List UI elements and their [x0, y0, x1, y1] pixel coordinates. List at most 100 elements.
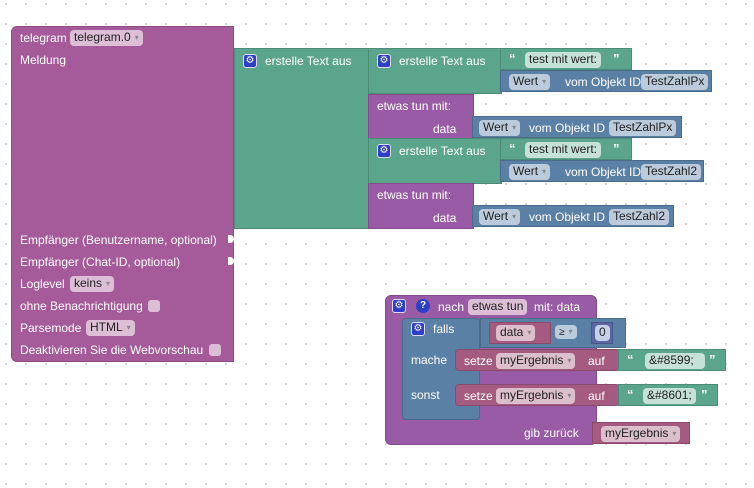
object-value-block-1[interactable]: Wert▾ vom Objekt ID TestZahlPx	[500, 70, 712, 92]
disable-preview-checkbox[interactable]	[209, 344, 221, 356]
return-variable-value: myErgebnis	[605, 426, 669, 440]
text-join-label: erstelle Text aus	[399, 144, 486, 158]
value-dropdown-value: Wert	[513, 164, 539, 178]
call-block-1[interactable]: etwas tun mit: data	[368, 94, 474, 140]
set-label: setze	[464, 389, 493, 403]
chevron-down-icon: ▾	[527, 328, 532, 337]
function-name-field[interactable]: etwas tun	[468, 299, 528, 315]
text-join-outer-block[interactable]: ⚙ erstelle Text aus	[234, 48, 370, 229]
parsemode-dropdown[interactable]: HTML▾	[86, 320, 135, 336]
gear-icon[interactable]: ⚙	[243, 54, 257, 68]
object-id-field[interactable]: TestZahl2	[609, 209, 670, 225]
chevron-down-icon: ▾	[134, 33, 139, 42]
if-label: falls	[433, 322, 455, 336]
variable-dropdown[interactable]: data▾	[496, 325, 536, 341]
telegram-block[interactable]: telegram telegram.0▾ Meldung Empfänger (…	[11, 26, 234, 362]
loglevel-dropdown[interactable]: keins▾	[70, 276, 115, 292]
to-label: auf	[588, 389, 605, 403]
object-value-block-2[interactable]: Wert▾ vom Objekt ID TestZahlPx	[472, 116, 682, 138]
set-variable-dropdown[interactable]: myErgebnis▾	[496, 353, 576, 369]
quote-close-icon: ”	[613, 51, 620, 66]
object-id-field[interactable]: TestZahlPx	[641, 74, 709, 90]
else-label: sonst	[411, 388, 440, 402]
text-join-block-2[interactable]: ⚙ erstelle Text aus	[368, 138, 502, 184]
value-dropdown[interactable]: Wert▾	[509, 164, 551, 180]
quote-open-icon: “	[627, 387, 634, 402]
silent-label: ohne Benachrichtigung	[20, 299, 143, 313]
quote-close-icon: ”	[709, 352, 716, 367]
return-variable-dropdown[interactable]: myErgebnis▾	[601, 426, 681, 442]
text-string-field[interactable]: test mit wert:	[525, 52, 602, 68]
recipient-chat-input-slot[interactable]	[228, 257, 234, 265]
text-join-block-1[interactable]: ⚙ erstelle Text aus	[368, 48, 502, 94]
set-label: setze	[464, 354, 493, 368]
set-variable-value: myErgebnis	[500, 388, 564, 402]
telegram-instance-value: telegram.0	[74, 30, 131, 44]
call-arg-label: data	[433, 122, 457, 136]
parsemode-value: HTML	[90, 320, 123, 334]
set-variable-dropdown[interactable]: myErgebnis▾	[496, 388, 576, 404]
call-label: etwas tun mit:	[377, 188, 452, 202]
quote-open-icon: “	[509, 51, 516, 66]
to-label: auf	[588, 354, 605, 368]
chevron-down-icon: ▾	[542, 167, 547, 176]
object-value-block-4[interactable]: Wert▾ vom Objekt ID TestZahl2	[472, 205, 674, 227]
text-string-block-2[interactable]: “ test mit wert: ”	[500, 138, 632, 160]
function-suffix-label: mit: data	[534, 300, 581, 314]
quote-open-icon: “	[627, 352, 634, 367]
help-icon[interactable]: ?	[416, 299, 430, 313]
telegram-label: telegram	[20, 31, 67, 45]
number-field[interactable]: 0	[595, 325, 610, 341]
silent-checkbox[interactable]	[148, 300, 160, 312]
text-string-block-1[interactable]: “ test mit wert: ”	[500, 48, 632, 70]
then-text-field[interactable]: &#8599;	[645, 353, 705, 369]
chevron-down-icon: ▾	[126, 323, 131, 332]
chevron-down-icon: ▾	[672, 429, 677, 438]
set-variable-block-then[interactable]: setze myErgebnis▾ auf	[455, 349, 620, 371]
value-dropdown[interactable]: Wert▾	[479, 209, 521, 225]
value-dropdown-value: Wert	[513, 74, 539, 88]
object-value-block-3[interactable]: Wert▾ vom Objekt ID TestZahl2	[500, 160, 704, 182]
gear-icon[interactable]: ⚙	[392, 299, 406, 313]
variable-value: data	[500, 325, 524, 339]
value-dropdown[interactable]: Wert▾	[509, 74, 551, 90]
object-id-field[interactable]: TestZahlPx	[609, 120, 677, 136]
value-dropdown-value: Wert	[483, 120, 509, 134]
text-then-block[interactable]: “ &#8599; ”	[618, 349, 726, 371]
recipient-chat-label: Empfänger (Chat-ID, optional)	[20, 255, 181, 269]
call-block-2[interactable]: etwas tun mit: data	[368, 183, 474, 229]
set-variable-block-else[interactable]: setze myErgebnis▾ auf	[455, 384, 620, 406]
text-join-outer-label: erstelle Text aus	[265, 54, 352, 68]
value-dropdown[interactable]: Wert▾	[479, 120, 521, 136]
chevron-down-icon: ▾	[567, 391, 572, 400]
compare-block[interactable]: data▾ ≥▾ 0	[480, 318, 626, 348]
number-block[interactable]: 0	[591, 322, 613, 344]
chevron-down-icon: ▾	[568, 327, 573, 336]
chevron-down-icon: ▾	[512, 212, 517, 221]
object-id-label: vom Objekt ID	[529, 210, 606, 224]
set-variable-value: myErgebnis	[500, 353, 564, 367]
variable-data-block[interactable]: data▾	[489, 322, 551, 344]
gear-icon[interactable]: ⚙	[377, 144, 391, 158]
gear-icon[interactable]: ⚙	[377, 54, 391, 68]
text-else-block[interactable]: “ &#8601; ”	[618, 384, 718, 406]
operator-dropdown[interactable]: ≥▾	[555, 325, 577, 339]
operator-value: ≥	[559, 327, 565, 338]
parsemode-label: Parsemode	[20, 321, 82, 335]
loglevel-value: keins	[74, 276, 103, 290]
chevron-down-icon: ▾	[106, 279, 111, 288]
call-label: etwas tun mit:	[377, 99, 452, 113]
return-variable-block[interactable]: myErgebnis▾	[592, 422, 690, 444]
do-label: mache	[411, 353, 448, 367]
telegram-instance-dropdown[interactable]: telegram.0▾	[70, 30, 143, 46]
recipient-user-input-slot[interactable]	[228, 235, 234, 243]
chevron-down-icon: ▾	[512, 123, 517, 132]
text-string-field[interactable]: test mit wert:	[525, 142, 602, 158]
else-text-field[interactable]: &#8601;	[643, 388, 696, 404]
quote-close-icon: ”	[613, 141, 620, 156]
chevron-down-icon: ▾	[567, 356, 572, 365]
message-label: Meldung	[20, 53, 67, 67]
object-id-field[interactable]: TestZahl2	[641, 164, 702, 180]
text-join-label: erstelle Text aus	[399, 54, 486, 68]
gear-icon[interactable]: ⚙	[411, 322, 425, 336]
